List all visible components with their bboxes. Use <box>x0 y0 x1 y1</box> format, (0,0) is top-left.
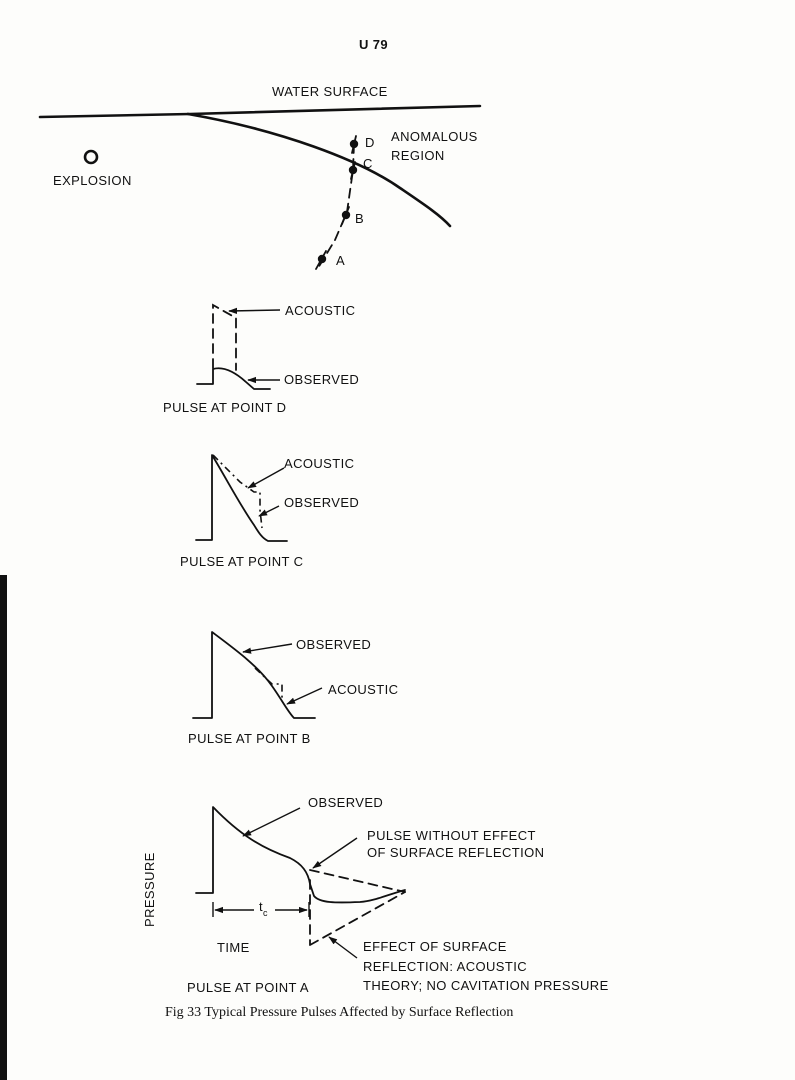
pulse-a-title: PULSE AT POINT A <box>187 980 309 995</box>
gage-path-dashed <box>317 143 355 269</box>
page-number: U 79 <box>359 37 388 52</box>
point-c-marker: C <box>348 156 373 180</box>
point-a-marker: A <box>315 250 345 270</box>
pulse-c-acoustic-curve <box>212 454 263 529</box>
pulse-a-effect-label-line3: THEORY; NO CAVITATION PRESSURE <box>363 978 609 993</box>
pulse-c-acoustic-label: ACOUSTIC <box>284 456 354 471</box>
pressure-axis-label: PRESSURE <box>142 852 157 927</box>
pulse-b-diagram: OBSERVED ACOUSTIC PULSE AT POINT B <box>188 631 398 746</box>
point-d-marker: D <box>349 135 375 154</box>
pulse-b-acoustic-curve <box>254 667 283 700</box>
pulse-c-observed-label: OBSERVED <box>284 495 359 510</box>
pulse-c-title: PULSE AT POINT C <box>180 554 303 569</box>
point-b-label: B <box>355 211 364 226</box>
point-b-marker: B <box>341 206 364 226</box>
pulse-a-diagram: PRESSURE tc OBSERVED PULSE WITHOUT EFFEC… <box>142 795 609 995</box>
tc-label: tc <box>259 899 268 918</box>
pulse-a-effect-label-line1: EFFECT OF SURFACE <box>363 939 507 954</box>
pulse-a-without-effect-label-line2: OF SURFACE REFLECTION <box>367 845 544 860</box>
anomalous-label-line2: REGION <box>391 148 445 163</box>
pulse-b-observed-curve <box>192 631 316 719</box>
pulse-a-observed-label: OBSERVED <box>308 795 383 810</box>
pulse-a-acoustic-effect-curve <box>309 879 406 946</box>
explosion-icon <box>83 149 99 165</box>
reflection-curve <box>186 112 452 228</box>
time-axis-label: TIME <box>217 940 250 955</box>
geometry-sketch: WATER SURFACE EXPLOSION ANOMALOUS REGION… <box>38 84 482 270</box>
pulse-d-acoustic-label: ACOUSTIC <box>285 303 355 318</box>
pulse-c-observed-curve <box>195 454 288 542</box>
pulse-d-observed-curve <box>196 367 271 390</box>
pulse-a-without-effect-curve <box>309 869 406 893</box>
pulse-b-acoustic-label: ACOUSTIC <box>328 682 398 697</box>
point-d-label: D <box>365 135 375 150</box>
pulse-a-effect-label-line2: REFLECTION: ACOUSTIC <box>363 959 527 974</box>
water-surface-label: WATER SURFACE <box>272 84 388 99</box>
pulse-d-observed-label: OBSERVED <box>284 372 359 387</box>
pulse-b-observed-label: OBSERVED <box>296 637 371 652</box>
explosion-label: EXPLOSION <box>53 173 132 188</box>
pulse-d-diagram: ACOUSTIC OBSERVED PULSE AT POINT D <box>163 303 359 415</box>
scan-edge-shadow <box>0 575 7 1080</box>
pulse-b-title: PULSE AT POINT B <box>188 731 311 746</box>
water-surface-line <box>38 104 482 119</box>
pulse-c-diagram: ACOUSTIC OBSERVED PULSE AT POINT C <box>180 454 359 569</box>
pulse-d-acoustic-curve <box>212 303 237 371</box>
pulse-a-without-effect-label-line1: PULSE WITHOUT EFFECT <box>367 828 536 843</box>
figure-caption: Fig 33 Typical Pressure Pulses Affected … <box>165 1005 513 1020</box>
point-c-label: C <box>363 156 373 171</box>
point-a-label: A <box>336 253 345 268</box>
anomalous-label-line1: ANOMALOUS <box>391 129 478 144</box>
pulse-d-title: PULSE AT POINT D <box>163 400 286 415</box>
